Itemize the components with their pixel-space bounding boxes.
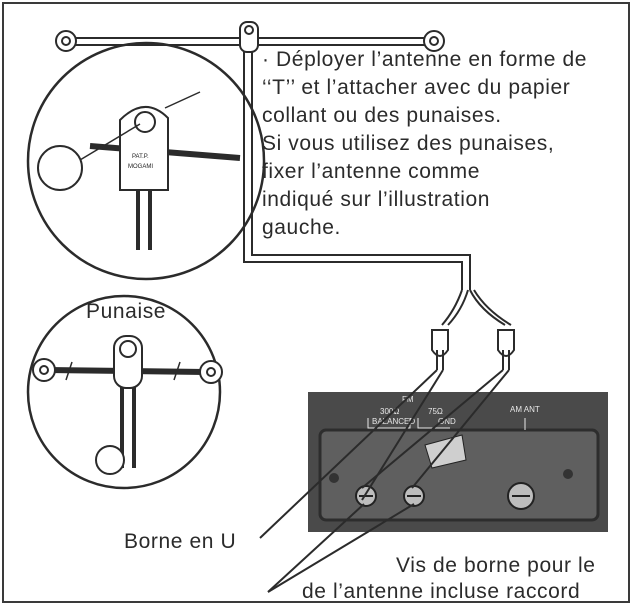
terminal-panel: FM 300Ω BALANCED 75Ω GND AM ANT [308, 392, 608, 532]
panel-gnd: GND [438, 417, 456, 426]
label-borne-en-u: Borne en U [124, 530, 237, 553]
instruction-line-4: Si vous utilisez des punaises, [262, 132, 555, 155]
panel-fm: FM [402, 395, 414, 404]
instruction-line-6: indiqué sur l’illustration [262, 188, 491, 211]
detail-circle-tag: PAT.P. MOGAMI [26, 41, 266, 281]
instruction-line-5: fixer l’antenne comme [262, 160, 481, 183]
label-punaise: Punaise [86, 300, 167, 323]
tag-line2: MOGAMI [128, 164, 153, 170]
panel-300ohm: 300Ω [380, 407, 399, 416]
instruction-line-2: ‘‘T’’ et l’attacher avec du papier [262, 76, 571, 99]
detail-circle-punaise [26, 294, 223, 490]
panel-75ohm: 75Ω [428, 407, 443, 416]
instruction-text: · Déployer l’antenne en forme de ‘‘T’’ e… [262, 46, 632, 242]
instruction-line-3: collant ou des punaises. [262, 104, 502, 127]
t-antenna [55, 21, 515, 370]
leader-lines [259, 369, 510, 593]
instruction-line-7: gauche. [262, 216, 341, 239]
tag-line1: PAT.P. [132, 154, 149, 160]
panel-am-ant: AM ANT [510, 405, 540, 414]
instruction-line-1: · Déployer l’antenne en forme de [262, 48, 588, 71]
label-vis-line2: de l’antenne incluse raccord [302, 580, 581, 603]
panel-balanced: BALANCED [372, 417, 415, 426]
label-vis-line1: Vis de borne pour le [396, 554, 596, 577]
